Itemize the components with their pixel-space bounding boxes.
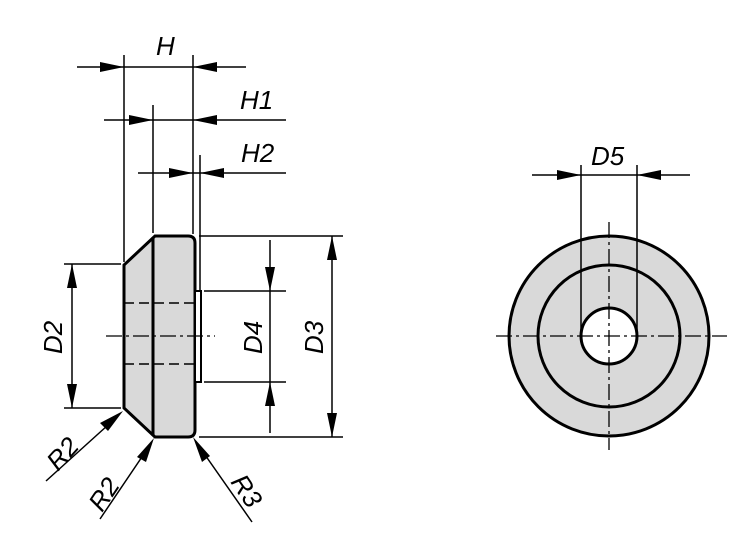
label-H2: H2 <box>241 138 275 168</box>
dimension-H: H <box>77 31 246 72</box>
extension-lines <box>64 55 343 438</box>
label-H1: H1 <box>240 85 273 115</box>
label-D2: D2 <box>38 320 68 354</box>
side-view <box>106 234 215 439</box>
label-D4: D4 <box>238 321 268 354</box>
front-view <box>496 222 727 450</box>
label-R2-lower: R2 <box>82 472 126 517</box>
leader-R3: R3 <box>193 437 269 523</box>
dimension-D4: D4 <box>238 240 275 433</box>
leader-R2-upper: R2 <box>40 411 123 482</box>
dimension-D2: D2 <box>38 264 77 408</box>
dimension-D3: D3 <box>299 236 337 437</box>
dimension-D5: D5 <box>532 141 690 336</box>
side-view-body <box>122 234 197 439</box>
label-D5: D5 <box>591 141 625 171</box>
leader-R2-lower: R2 <box>82 438 154 520</box>
label-R2-upper: R2 <box>40 431 85 476</box>
label-H: H <box>156 31 175 61</box>
dimension-H2: H2 <box>138 138 286 178</box>
label-R3: R3 <box>225 469 269 514</box>
label-D3: D3 <box>299 320 329 354</box>
dimension-H1: H1 <box>104 85 286 125</box>
